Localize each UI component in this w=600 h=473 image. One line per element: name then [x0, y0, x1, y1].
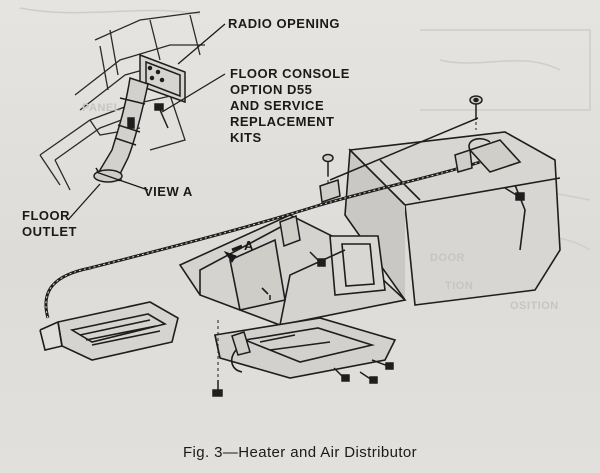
heater-housing	[344, 131, 561, 306]
cable-clips	[231, 148, 473, 356]
label-floor-console-line-3: AND SERVICE	[230, 98, 325, 113]
console-screw	[154, 103, 169, 129]
lower-duct	[214, 317, 397, 379]
ghost-text-3: OSITION	[510, 300, 559, 312]
label-floor-console: FLOOR CONSOLE OPTION D55 AND SERVICE REP…	[230, 66, 350, 146]
air-distributor-box	[178, 214, 407, 326]
dashboard-structure	[39, 11, 205, 191]
figure-caption: Fig. 3—Heater and Air Distributor	[182, 444, 418, 461]
ghost-text-1: DOOR	[430, 252, 465, 264]
label-radio-opening: RADIO OPENING	[228, 16, 340, 31]
label-floor-console-line-2: OPTION D55	[230, 82, 313, 97]
label-floor-console-line-1: FLOOR CONSOLE	[230, 66, 350, 81]
alignment-lines	[217, 110, 477, 380]
leader-lines	[67, 23, 226, 221]
ghost-text-4: PANEL	[82, 102, 121, 114]
label-floor-outlet-line-1: FLOOR	[22, 208, 70, 223]
control-cable	[44, 117, 481, 319]
label-view-a: VIEW A	[144, 184, 193, 199]
ghost-text-2: TION	[445, 280, 474, 292]
label-arrow-a: A	[244, 238, 254, 253]
floor-outlet-box	[39, 301, 179, 361]
label-floor-outlet: FLOOR OUTLET	[22, 208, 77, 240]
label-floor-console-line-5: KITS	[230, 130, 262, 145]
label-floor-console-line-4: REPLACEMENT	[230, 114, 335, 129]
view-a-arrow	[223, 244, 243, 263]
radio-opening-bezel	[139, 53, 186, 104]
label-floor-outlet-line-2: OUTLET	[22, 224, 77, 239]
